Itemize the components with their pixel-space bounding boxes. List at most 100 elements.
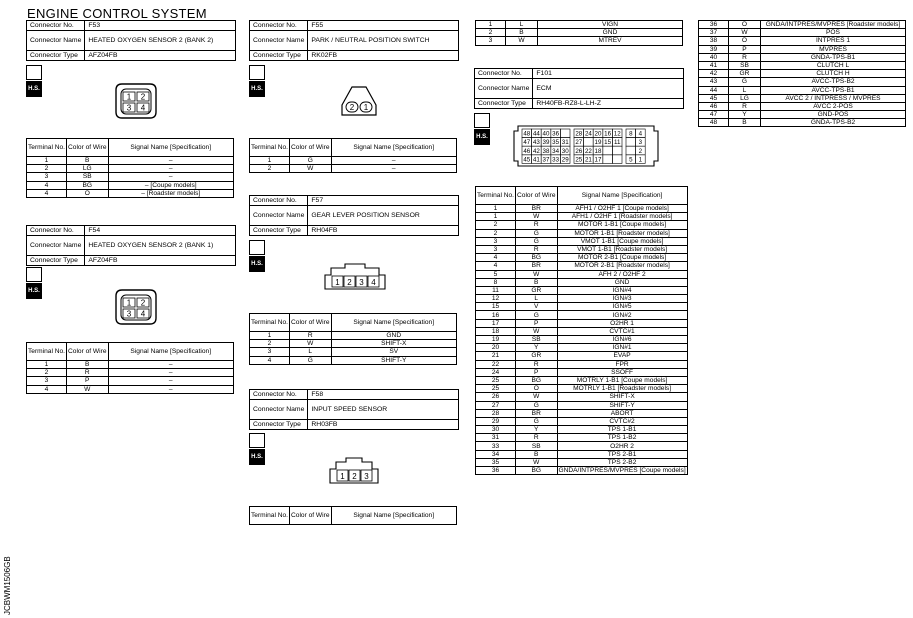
pin-label: 20 [595,131,602,138]
terminal-no-cell: 12 [474,294,517,304]
f54-connector-name: HEATED OXYGEN SENSOR 2 (BANK 1) [84,235,236,256]
pin-label: 2 [350,103,355,112]
signal-name-cell: IGN#5 [556,302,688,312]
signal-name-cell: GNDA/INTPRES/MVPRES [Roadster models] [760,19,906,30]
connector-name-label: Connector Name [25,30,86,51]
connector-no-label: Connector No. [248,389,309,400]
wire-color-cell: W [289,339,332,349]
terminal-no-cell: 36 [698,19,729,30]
terminal-no-cell: 18 [474,326,517,337]
pin-label: 2 [639,148,643,155]
pin-label: 1 [364,103,369,112]
pin-cell [612,145,623,156]
terminal-no-cell: 2 [474,228,517,238]
terminal-no-cell: 1 [474,203,517,214]
pin-label: 35 [552,139,559,146]
pin-label: 48 [523,131,530,138]
signal-name-cell: – [Coupe models] [107,180,234,190]
connector-name-label: Connector Name [473,78,534,99]
wire-color-cell: GR [515,285,558,296]
wire-color-cell: R [515,359,558,369]
pin-cell [583,137,594,147]
terminal-no-cell: 2 [25,164,68,174]
pin-label: 15 [604,139,611,146]
signal-name-cell: VMOT 1-B1 [Roadster models] [556,244,688,255]
terminal-no-cell: 24 [474,367,517,377]
f53-connector-name: HEATED OXYGEN SENSOR 2 (BANK 2) [84,30,236,51]
wire-color-cell: GR [515,351,558,361]
pin-label: 2 [141,93,146,102]
wire-color-cell: BR [515,261,558,271]
connector-type-label: Connector Type [25,255,86,266]
wire-color-cell: G [728,77,761,87]
pin-label: 2 [347,278,352,287]
pin-label: 4 [141,104,146,113]
pin-label: 5 [629,156,633,163]
signal-name-cell: O2HR 1 [556,318,688,328]
terminal-no-cell: 1 [248,330,291,341]
signal-name-cell: MOTOR 1-B1 [Roadster models] [556,228,688,238]
f55-connector-type: RK02FB [307,50,459,61]
terminal-no-cell: 4 [25,188,68,198]
pin-label: 38 [543,148,550,155]
wire-color-cell: BG [515,465,558,476]
f57-connector-name: GEAR LEVER POSITION SENSOR [307,205,459,226]
signal-name-cell: AVCC-TPS-B2 [760,77,906,87]
signal-name-cell: SSOFF [556,367,688,377]
pin-label: 46 [523,148,530,155]
wire-color-cell: BG [66,180,109,190]
signal-name-header: Signal Name [Specification] [556,186,688,205]
terminal-no-cell: 41 [698,60,729,71]
wire-color-cell: O [66,188,109,198]
wire-color-cell: W [515,326,558,337]
wire-color-cell: R [728,101,761,112]
signal-name-header: Signal Name [Specification] [330,138,457,157]
connector-no-label: Connector No. [25,225,86,236]
f55-connector-name: PARK / NEUTRAL POSITION SWITCH [307,30,459,51]
signal-name-cell: SV [330,347,457,357]
f58-connector-name: INPUT SPEED SENSOR [307,399,459,420]
pin-label: 37 [543,156,550,163]
wire-color-cell: B [515,277,558,287]
pin-cell [560,128,571,138]
connector-name-label: Connector Name [248,30,309,51]
pin-label: 41 [533,156,540,163]
terminal-no-cell: 20 [474,343,517,353]
wire-color-cell: W [515,212,558,222]
signal-name-cell: – [Roadster models] [107,188,234,198]
f101-connector-no: F101 [532,68,684,79]
terminal-no-cell: 30 [474,425,517,435]
terminal-no-cell: 2 [25,368,68,378]
wire-color-cell: R [66,368,109,378]
wire-color-cell: BG [515,375,558,386]
terminal-no-cell: 22 [474,359,517,369]
pin-label: 3 [359,278,364,287]
figure-code: JCBWM1506GB [3,556,12,615]
wire-color-cell: SB [66,172,109,182]
terminal-no-cell: 3 [474,244,517,255]
wire-color-cell: P [66,376,109,386]
pin-cell [560,154,571,164]
f55-connector-diagram: 2 1 [341,86,377,116]
terminal-no-header: Terminal No. [474,186,517,205]
wire-color-cell: Y [515,425,558,435]
pin-label: 16 [604,131,611,138]
